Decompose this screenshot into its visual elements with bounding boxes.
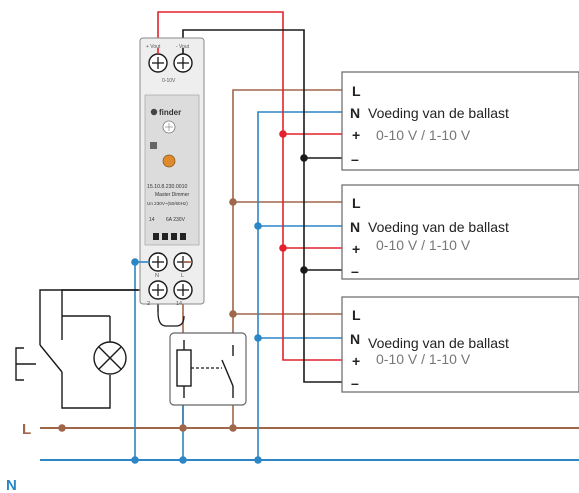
bottom-terminal-2 [148,280,168,300]
ballast-N: N [350,331,360,347]
live-line-label: L [22,421,31,438]
ballast-plus: + [352,127,360,143]
ballast-box [341,184,579,280]
ballast-supply-label: Voeding van de ballast [368,105,509,121]
ballast-L: L [352,83,361,99]
selector-switch [150,142,157,149]
device-supply: Un 230V~(50/60Hz) [147,201,188,206]
ballast-N: N [350,105,360,121]
relay-clip [157,311,185,327]
finder-logo-text: finder [159,108,181,117]
ballast-range-label: 0-10 V / 1-10 V [376,351,471,367]
ballast-minus: – [351,375,359,391]
finder-logo: finder [150,108,181,117]
ballast-L: L [352,307,361,323]
device-model-text: 15.10.8.230.0010 [147,184,188,190]
ballast-supply-label: Voeding van de ballast [368,335,509,351]
bottom-terminal-n [148,252,168,272]
ballast-plus: + [352,241,360,257]
top-terminal-plus [148,53,168,73]
ballast-supply-label: Voeding van de ballast [368,219,509,235]
bottom-terminal-14 [173,280,193,300]
ballast-plus: + [352,353,360,369]
device-terminal-label-minus: - Vout [176,44,190,50]
push-button-switch [15,344,63,381]
ballast-minus: – [351,263,359,279]
ballast-2: L N Voeding van de ballast + 0-10 V / 1-… [341,184,579,280]
device-rating-code: 14 [149,217,155,223]
neutral-wiring [134,111,342,460]
terminal-label-14: 14 [176,301,182,307]
top-terminal-minus [173,53,193,73]
minus-control-wiring [182,29,342,383]
lamp-icon [62,315,127,375]
ballast-range-label: 0-10 V / 1-10 V [376,237,471,253]
terminal-label-l: L [181,273,184,279]
ballast-L: L [352,195,361,211]
ballast-1: L N Voeding van de ballast + 0-10 V / 1-… [341,71,579,171]
terminal-label-n: N [155,273,159,279]
ballast-box [341,296,579,393]
device-output-range: 0-10V [162,78,176,84]
push-button-circuit [39,289,159,409]
led-indicator-icon [162,120,176,134]
adjustment-knob [162,154,176,168]
relay-box [169,332,247,406]
plus-control-wiring [157,11,342,361]
terminal-label-2: 2 [147,301,150,307]
device-terminal-label-plus: + Vout [146,44,161,50]
ballast-3: L N Voeding van de ballast + 0-10 V / 1-… [341,296,579,393]
ballast-range-label: 0-10 V / 1-10 V [376,127,471,143]
ballast-N: N [350,219,360,235]
device-subtitle: Master Dimmer [155,192,190,198]
ballast-minus: – [351,151,359,167]
ballast-box [341,71,579,171]
neutral-line-label: N [6,477,17,493]
device-led-row [153,233,186,240]
device-rating: 6A 230V [166,217,186,223]
